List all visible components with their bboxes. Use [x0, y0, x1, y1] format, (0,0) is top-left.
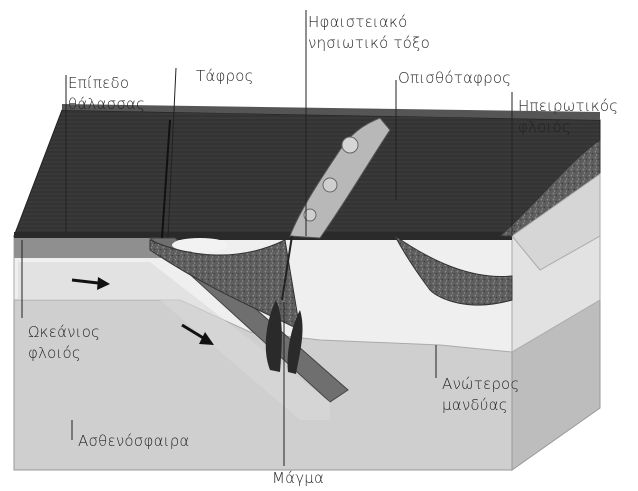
- label-trench: Τάφρος: [196, 66, 254, 87]
- volcano-peak: [342, 137, 358, 153]
- label-back-arc: Οπισθόταφρος: [398, 68, 511, 89]
- label-asthenosphere: Ασθενόσφαιρα: [78, 431, 190, 452]
- volcano-peak: [323, 178, 337, 192]
- label-upper-mantle: Ανώτερος μανδύας: [442, 374, 519, 416]
- label-oceanic-crust: Ωκεάνιος φλοιός: [28, 322, 100, 364]
- label-volcanic-arc: Ηφαιστειακό νησιωτικό τόξο: [308, 12, 430, 54]
- label-continental-crust: Ηπειρωτικός φλοιός: [518, 96, 618, 138]
- label-magma: Μάγμα: [272, 468, 324, 489]
- label-sea-level: Επίπεδο θάλασσας: [68, 73, 145, 115]
- trench-white: [172, 238, 228, 252]
